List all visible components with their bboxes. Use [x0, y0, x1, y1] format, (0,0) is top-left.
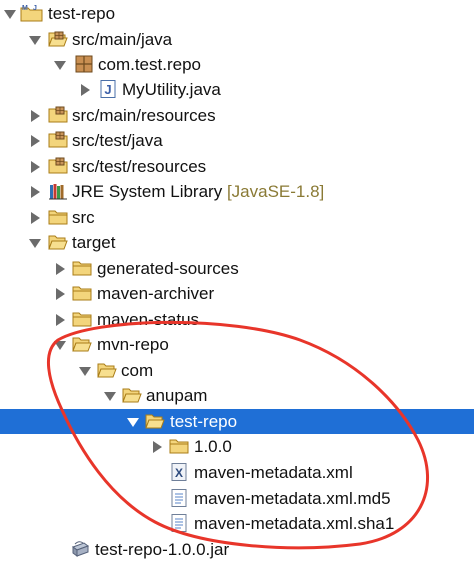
- tree-item-test-repo-selected[interactable]: test-repo: [0, 409, 474, 434]
- collapse-arrow-icon[interactable]: [53, 313, 67, 327]
- folder-open-icon: [97, 361, 117, 379]
- tree-item-label: src: [72, 208, 95, 227]
- collapse-arrow-icon[interactable]: [28, 134, 42, 148]
- tree-item-package[interactable]: com.test.repo: [0, 52, 474, 77]
- collapse-arrow-icon[interactable]: [78, 83, 92, 97]
- tree-item-label: com: [121, 361, 154, 380]
- expand-arrow-icon[interactable]: [103, 389, 117, 403]
- tree-item-label: target: [72, 233, 116, 252]
- tree-item-jre-library[interactable]: JRE System Library [JavaSE-1.8]: [0, 179, 474, 204]
- folder-icon: [72, 259, 92, 277]
- folder-icon: [72, 310, 92, 328]
- tree-item-src-test-resources[interactable]: src/test/resources: [0, 154, 474, 179]
- tree-item-metadata-sha1[interactable]: maven-metadata.xml.sha1: [0, 511, 474, 536]
- expand-arrow-icon[interactable]: [53, 338, 67, 352]
- tree-item-src-test-java[interactable]: src/test/java: [0, 128, 474, 153]
- tree-item-label: generated-sources: [97, 259, 239, 278]
- expand-arrow-icon[interactable]: [53, 58, 67, 72]
- tree-item-label: anupam: [146, 386, 208, 405]
- package-folder-icon: [48, 131, 68, 149]
- tree-item-label: com.test.repo: [98, 55, 201, 74]
- folder-icon: [72, 284, 92, 302]
- expand-arrow-icon[interactable]: [28, 236, 42, 250]
- collapse-arrow-icon[interactable]: [28, 160, 42, 174]
- tree-item-label: maven-metadata.xml.md5: [194, 489, 391, 508]
- collapse-arrow-icon[interactable]: [28, 109, 42, 123]
- jre-label: JRE System Library: [72, 182, 223, 201]
- tree-item-metadata-md5[interactable]: maven-metadata.xml.md5: [0, 486, 474, 511]
- tree-item-label: maven-metadata.xml: [194, 463, 353, 482]
- tree-item-label: mvn-repo: [97, 335, 169, 354]
- tree-item-jar[interactable]: test-repo-1.0.0.jar: [0, 537, 474, 562]
- expand-arrow-icon[interactable]: [28, 33, 42, 47]
- expand-arrow-icon[interactable]: [3, 7, 17, 21]
- tree-item-src[interactable]: src: [0, 205, 474, 230]
- tree-item-maven-archiver[interactable]: maven-archiver: [0, 281, 474, 306]
- tree-item-label: maven-status: [97, 310, 200, 329]
- tree-item-maven-status[interactable]: maven-status: [0, 307, 474, 332]
- tree-item-src-main-java[interactable]: src/main/java: [0, 27, 474, 52]
- collapse-arrow-icon[interactable]: [28, 185, 42, 199]
- expand-arrow-icon[interactable]: [78, 364, 92, 378]
- tree-item-anupam[interactable]: anupam: [0, 383, 474, 408]
- tree-item-label: MyUtility.java: [122, 80, 221, 99]
- tree-item-label: src/test/java: [72, 131, 163, 150]
- folder-open-icon: [145, 412, 165, 430]
- folder-open-icon: [72, 335, 92, 353]
- maven-project-icon: [20, 4, 44, 22]
- collapse-arrow-icon[interactable]: [53, 287, 67, 301]
- tree-item-label: src/main/resources: [72, 106, 216, 125]
- xml-file-icon: [169, 463, 189, 481]
- tree-item-label: maven-metadata.xml.sha1: [194, 514, 395, 533]
- tree-item-label: test-repo: [170, 412, 238, 431]
- collapse-arrow-icon[interactable]: [53, 262, 67, 276]
- package-folder-icon: [48, 30, 68, 48]
- tree-item-java-file[interactable]: MyUtility.java: [0, 77, 474, 102]
- package-icon: [74, 55, 94, 73]
- tree-item-label: src/test/resources: [72, 157, 207, 176]
- package-folder-icon: [48, 157, 68, 175]
- tree-item-src-main-resources[interactable]: src/main/resources: [0, 103, 474, 128]
- folder-icon: [169, 437, 189, 455]
- expand-arrow-icon[interactable]: [126, 415, 140, 429]
- tree-item-generated-sources[interactable]: generated-sources: [0, 256, 474, 281]
- tree-item-label: 1.0.0: [194, 437, 232, 456]
- tree-item-mvn-repo[interactable]: mvn-repo: [0, 332, 474, 357]
- tree-item-label: test-repo: [48, 4, 116, 23]
- tree-item-label: test-repo-1.0.0.jar: [95, 540, 230, 559]
- tree-item-com[interactable]: com: [0, 358, 474, 383]
- tree-item-version[interactable]: 1.0.0: [0, 434, 474, 459]
- jre-version-suffix: [JavaSE-1.8]: [226, 182, 325, 201]
- jar-icon: [70, 540, 90, 558]
- collapse-arrow-icon[interactable]: [150, 440, 164, 454]
- tree-item-target[interactable]: target: [0, 230, 474, 255]
- tree-item-label: maven-archiver: [97, 284, 215, 303]
- folder-open-icon: [122, 386, 142, 404]
- tree-item-metadata-xml[interactable]: maven-metadata.xml: [0, 460, 474, 485]
- text-file-icon: [169, 489, 189, 507]
- library-icon: [48, 182, 68, 200]
- collapse-arrow-icon[interactable]: [28, 211, 42, 225]
- folder-open-icon: [48, 233, 68, 251]
- text-file-icon: [169, 514, 189, 532]
- java-file-icon: [98, 80, 118, 98]
- tree-item-label: JRE System Library [JavaSE-1.8]: [72, 182, 324, 201]
- tree-item-label: src/main/java: [72, 30, 173, 49]
- tree-item-project[interactable]: test-repo: [0, 1, 474, 26]
- folder-icon: [48, 208, 68, 226]
- package-folder-icon: [48, 106, 68, 124]
